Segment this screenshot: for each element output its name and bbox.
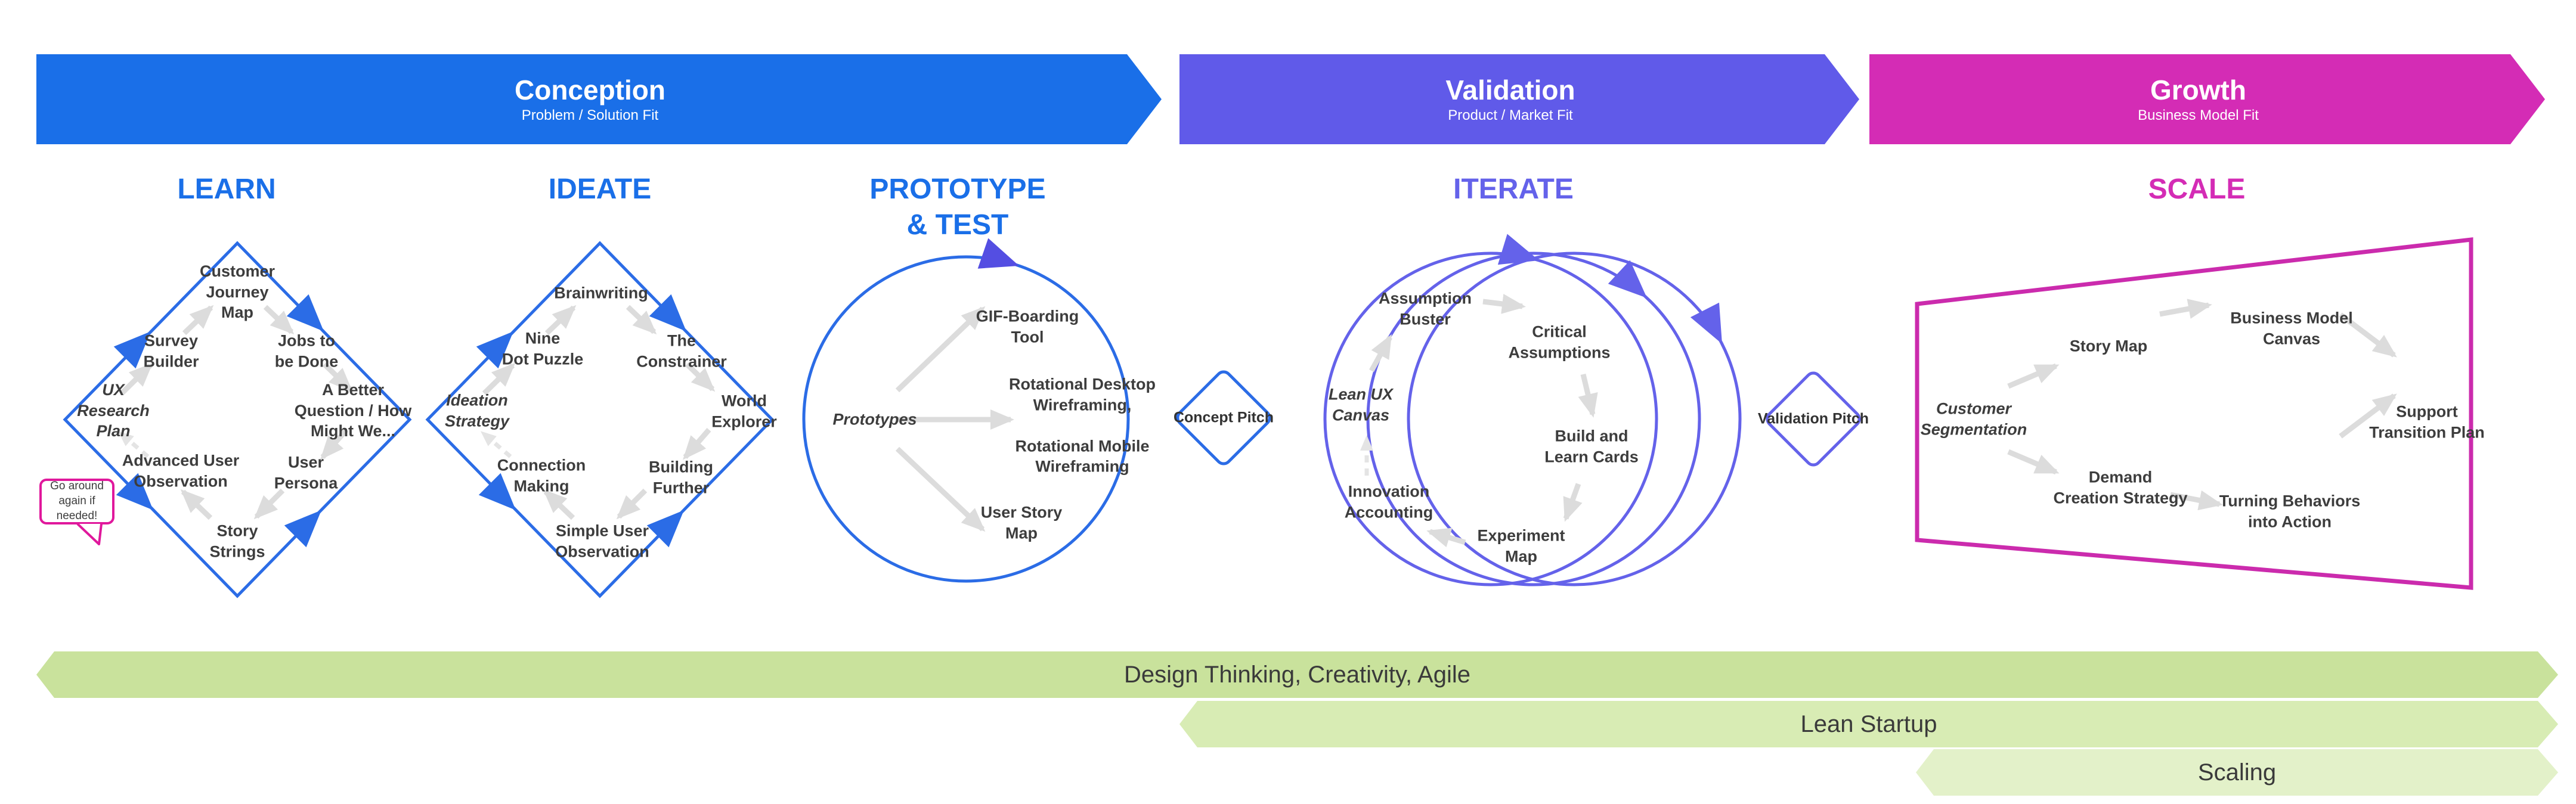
rotational-wireframing-label: Rotational Desktop Wireframing, Rotation… [1008, 375, 1156, 476]
banner-growth-subtitle: Business Model Fit [2138, 107, 2259, 123]
innovation-accounting-label: Innovation Accounting [1344, 482, 1433, 521]
support-transition-plan-label: Support Transition Plan [2369, 402, 2485, 441]
phase-scale: SCALE [2148, 173, 2246, 205]
bar-scaling: Scaling [1916, 749, 2558, 796]
user-story-map-label: User Story Map [980, 503, 1063, 542]
prototype-test-cycle [802, 238, 1130, 583]
lean-ux-canvas-label: Lean UX Canvas [1328, 385, 1394, 424]
banner-conception-title: Conception [515, 74, 665, 105]
story-strings-label: Story Strings [209, 521, 265, 560]
simple-user-observation-label: Simple User Observation [555, 521, 649, 560]
iterate-cycles [1323, 234, 1742, 586]
banner-growth-title: Growth [2150, 74, 2246, 105]
customer-segmentation-label: Customer Segmentation [1920, 399, 2027, 438]
validation-pitch-label: Validation Pitch [1757, 410, 1869, 427]
turning-behaviors-into-action-label: Turning Behaviors into Action [2219, 492, 2361, 530]
ideation-strategy-label: Ideation Strategy [444, 391, 510, 430]
banner-conception: Conception Problem / Solution Fit [36, 54, 1162, 144]
survey-builder-label: Survey Builder [143, 331, 199, 370]
brainwriting-label: Brainwriting [554, 284, 648, 302]
phase-learn: LEARN [177, 173, 276, 205]
callout-tail [76, 523, 103, 545]
advanced-user-observation-label: Advanced User Observation [122, 451, 240, 490]
scale-trapezoid [1915, 237, 2473, 590]
banner-validation-title: Validation [1445, 74, 1575, 105]
gif-boarding-tool-label: GIF-Boarding Tool [976, 307, 1079, 346]
user-persona-label: User Persona [274, 453, 338, 492]
bar-lean-startup: Lean Startup [1179, 701, 2558, 747]
bar-design-thinking-label: Design Thinking, Creativity, Agile [1123, 661, 1470, 688]
concept-pitch-label: Concept Pitch [1173, 409, 1274, 426]
story-map-label: Story Map [2069, 337, 2148, 355]
validation-pitch-diamond [1766, 371, 1861, 467]
a-better-question-label: A Better Question / How Might We... [294, 381, 412, 440]
phase-iterate: ITERATE [1453, 173, 1574, 205]
banner-validation: Validation Product / Market Fit [1179, 54, 1859, 144]
prototypes-label: Prototypes [832, 410, 917, 429]
connection-making-label: Connection Making [497, 456, 586, 495]
building-further-label: Building Further [649, 458, 713, 496]
phase-prototype-test: PROTOTYPE & TEST [869, 173, 1046, 241]
banner-conception-subtitle: Problem / Solution Fit [521, 107, 659, 123]
bar-design-thinking: Design Thinking, Creativity, Agile [36, 651, 2558, 698]
world-explorer-label: World Explorer [711, 392, 777, 430]
critical-assumptions-label: Critical Assumptions [1508, 322, 1611, 361]
business-model-canvas-label: Business Model Canvas [2230, 309, 2353, 347]
go-around-callout: Go around again if needed! [39, 479, 114, 524]
phase-ideate: IDEATE [548, 173, 652, 205]
banner-validation-subtitle: Product / Market Fit [1448, 107, 1573, 123]
bar-scaling-label: Scaling [2197, 759, 2277, 786]
customer-journey-map-label: Customer Journey Map [199, 262, 275, 322]
experiment-map-label: Experiment Map [1477, 526, 1565, 565]
demand-creation-strategy-label: Demand Creation Strategy [2053, 468, 2188, 507]
the-constrainer-label: The Constrainer [636, 331, 727, 370]
ux-research-plan-label: UX Research Plan [77, 381, 150, 440]
jobs-to-be-done-label: Jobs to be Done [274, 331, 339, 370]
assumption-buster-label: Assumption Buster [1378, 289, 1472, 328]
nine-dot-puzzle-label: Nine Dot Puzzle [501, 329, 584, 368]
bar-lean-startup-label: Lean Startup [1800, 710, 1937, 737]
banner-growth: Growth Business Model Fit [1869, 54, 2545, 144]
build-and-learn-cards-label: Build and Learn Cards [1544, 427, 1639, 465]
concept-pitch-diamond [1176, 370, 1271, 465]
